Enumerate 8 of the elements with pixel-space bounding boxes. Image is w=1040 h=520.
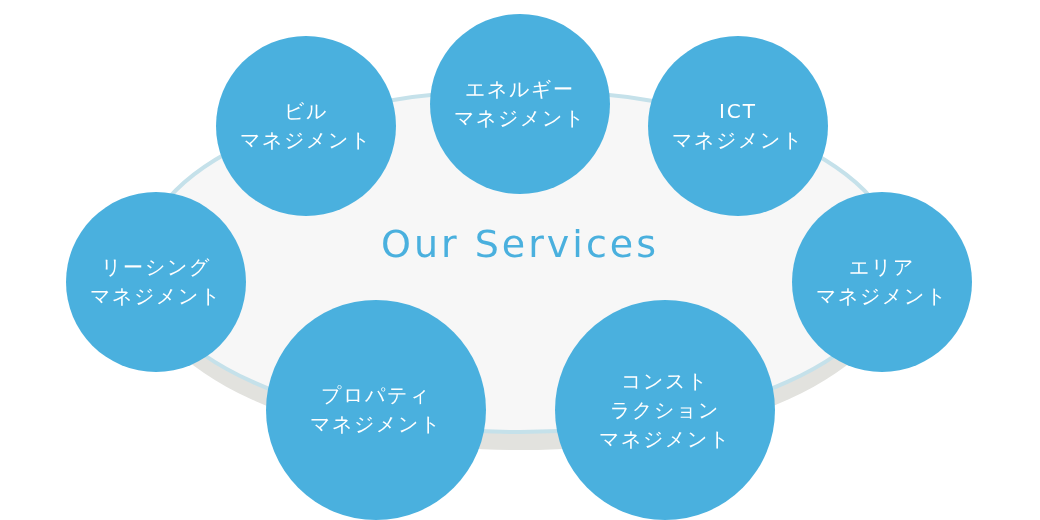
heading: Our Services xyxy=(381,222,659,266)
service-label: リーシングマネジメント xyxy=(90,254,222,310)
service-label: エネルギーマネジメント xyxy=(454,76,586,132)
service-label: プロパティマネジメント xyxy=(310,382,442,438)
service-label: ICTマネジメント xyxy=(672,98,804,154)
service-label: エリアマネジメント xyxy=(816,254,948,310)
service-label: ビルマネジメント xyxy=(240,98,372,154)
service-label: コンストラクションマネジメント xyxy=(599,367,731,453)
